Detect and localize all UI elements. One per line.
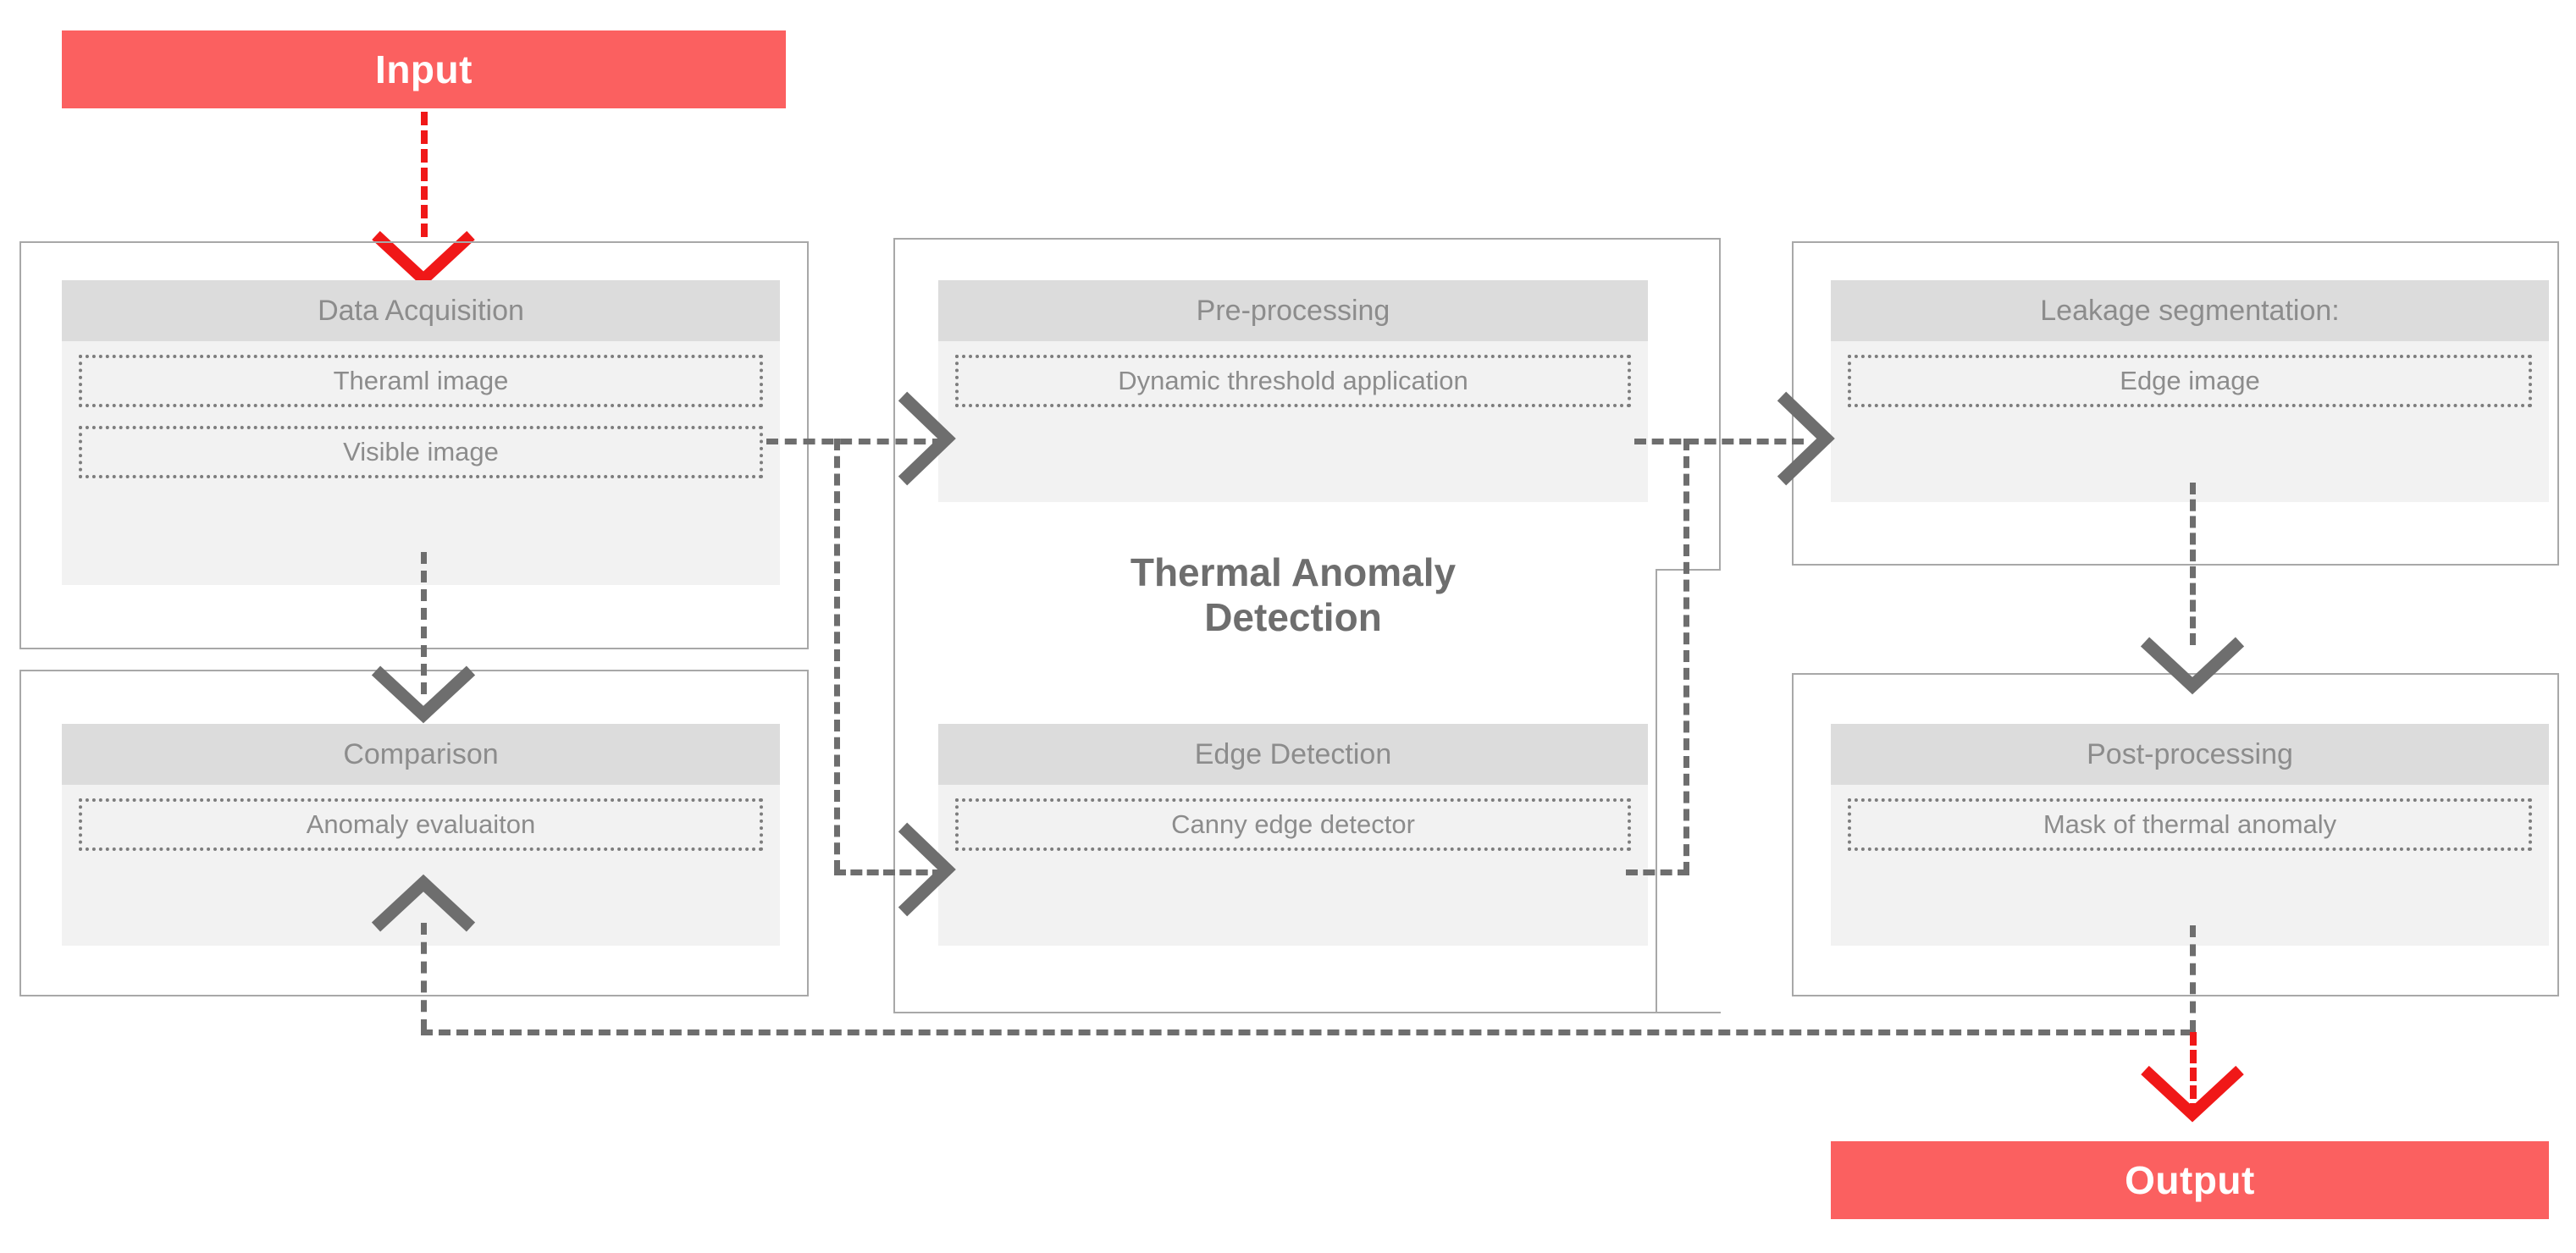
comparison-card[interactable]: Comparison Anomaly evaluaiton [62, 724, 780, 946]
theraml-image-to-dynamic-threshold-line [766, 439, 944, 444]
output-terminal[interactable]: Output [1831, 1141, 2549, 1219]
input-to-data-acquisition-arrowhead [372, 230, 475, 288]
canny-riser-vertical-line [1683, 439, 1689, 874]
post-processing-body: Mask of thermal anomaly [1831, 785, 2549, 869]
comparison-header: Comparison [62, 724, 780, 785]
mask-feedback-horizontal-line [421, 1029, 2192, 1035]
post-processing-header: Post-processing [1831, 724, 2549, 785]
theraml-branch-to-canny-line [834, 869, 944, 875]
leakage-segmentation-body: Edge image [1831, 341, 2549, 426]
output-arrowhead [2141, 1065, 2244, 1123]
anomaly-evaluaiton-arrowhead [371, 874, 476, 932]
visible-image-to-comparison-line [421, 552, 427, 694]
edge-detection-header: Edge Detection [938, 724, 1648, 785]
post-processing-arrowhead [2140, 637, 2245, 695]
pre-processing-header: Pre-processing [938, 280, 1648, 341]
chip-mask-of-thermal-anomaly[interactable]: Mask of thermal anomaly [1848, 798, 2532, 851]
data-acquisition-group [19, 241, 809, 649]
dynamic-threshold-to-edge-image-line [1634, 439, 1804, 444]
thermal-anomaly-detection-label: Thermal Anomaly Detection [1130, 550, 1457, 639]
theraml-branch-vertical-line [834, 439, 840, 872]
post-processing-card[interactable]: Post-processing Mask of thermal anomaly [1831, 724, 2549, 946]
data-acquisition-body: Theraml image Visible image [62, 341, 780, 497]
comparison-arrowhead [371, 665, 476, 724]
input-terminal[interactable]: Input [62, 30, 786, 108]
leakage-segmentation-header: Leakage segmentation: [1831, 280, 2549, 341]
data-acquisition-header: Data Acquisition [62, 280, 780, 341]
input-terminal-label: Input [375, 47, 473, 91]
canny-to-riser-line [1626, 869, 1689, 875]
chip-edge-image[interactable]: Edge image [1848, 355, 2532, 407]
canny-edge-detector-arrowhead [898, 822, 956, 917]
mask-to-output-line [2190, 1032, 2197, 1117]
leakage-segmentation-card[interactable]: Leakage segmentation: Edge image [1831, 280, 2549, 502]
comparison-body: Anomaly evaluaiton [62, 785, 780, 869]
pre-processing-card[interactable]: Pre-processing Dynamic threshold applica… [938, 280, 1648, 502]
output-terminal-label: Output [2125, 1158, 2255, 1202]
pre-processing-body: Dynamic threshold application [938, 341, 1648, 426]
chip-anomaly-evaluaiton[interactable]: Anomaly evaluaiton [79, 798, 763, 851]
mask-feedback-down-line [2190, 925, 2196, 1032]
input-to-data-acquisition-line [421, 112, 428, 237]
chip-dynamic-threshold-application[interactable]: Dynamic threshold application [955, 355, 1631, 407]
chip-theraml-image[interactable]: Theraml image [79, 355, 763, 407]
edge-detection-body: Canny edge detector [938, 785, 1648, 869]
edge-image-arrowhead [1777, 391, 1835, 486]
data-acquisition-card[interactable]: Data Acquisition Theraml image Visible i… [62, 280, 780, 585]
edge-image-to-post-processing-line [2190, 483, 2196, 645]
mask-feedback-up-line [421, 923, 427, 1031]
comparison-group [19, 670, 809, 996]
edge-detection-card[interactable]: Edge Detection Canny edge detector [938, 724, 1648, 946]
chip-visible-image[interactable]: Visible image [79, 426, 763, 478]
dynamic-threshold-arrowhead [898, 391, 956, 486]
chip-canny-edge-detector[interactable]: Canny edge detector [955, 798, 1631, 851]
